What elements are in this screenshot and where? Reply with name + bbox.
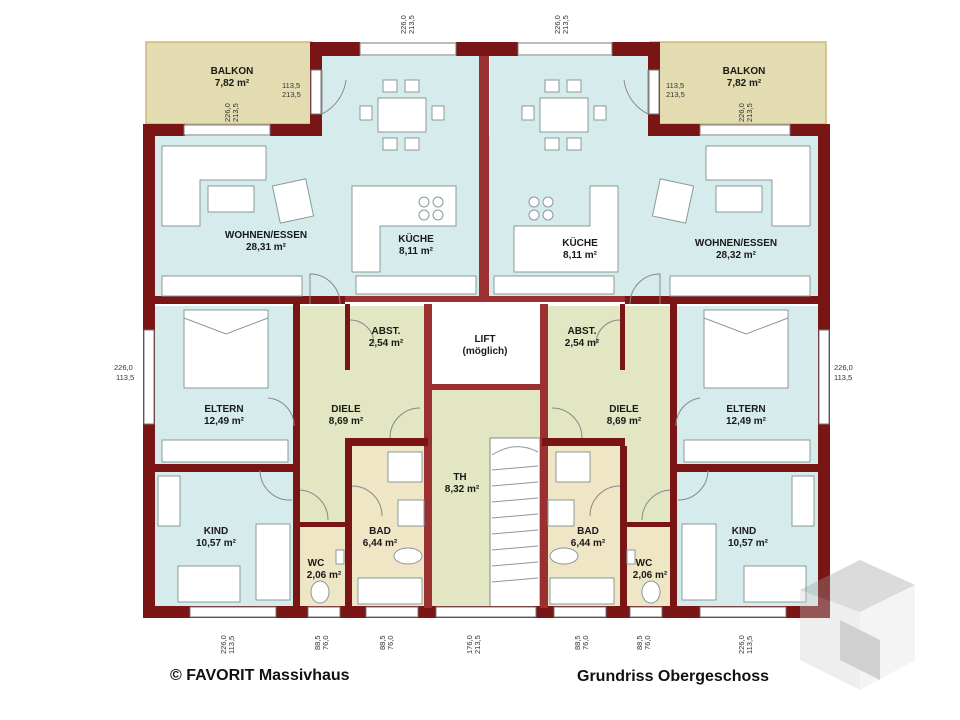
room-area-bad-left: 6,44 m² <box>363 538 398 549</box>
room-area-balkon-right: 7,82 m² <box>727 78 762 89</box>
dim-bottom-2-a: 88,5 <box>313 635 322 650</box>
room-name-abst-right: ABST. <box>568 326 597 337</box>
dim-top-left-a: 226,0 <box>399 15 408 34</box>
dim-bottom-4-a: 176,0 <box>465 635 474 654</box>
stairs <box>489 437 541 609</box>
dim-side-left-a: 226,0 <box>114 363 133 372</box>
room-area-diele-right: 8,69 m² <box>607 416 642 427</box>
dim-bottom-1-a: 226,0 <box>219 635 228 654</box>
room-area-kueche-right: 8,11 m² <box>563 250 598 261</box>
dim-bottom-7-b: 113,5 <box>745 636 754 654</box>
dim-side-right-b: 113,5 <box>834 373 852 382</box>
dim-top-left-b: 213,5 <box>407 15 416 34</box>
walls <box>143 42 830 618</box>
dim-top-right-a: 226,0 <box>553 15 562 34</box>
dim-balkon-right-side-a: 113,5 <box>666 81 684 90</box>
room-name-abst-left: ABST. <box>372 326 401 337</box>
dimension-labels: 226,0 213,5 226,0 213,5 113,5 213,5 113,… <box>114 15 853 654</box>
room-area-diele-left: 8,69 m² <box>329 416 364 427</box>
dim-side-left-b: 113,5 <box>116 373 134 382</box>
room-note-lift: (möglich) <box>463 346 508 357</box>
room-labels: BALKON 7,82 m² BALKON 7,82 m² WOHNEN/ESS… <box>196 66 777 581</box>
dim-bottom-6-b: 76,0 <box>643 635 652 650</box>
balkon-right-floor <box>649 41 827 125</box>
dim-balkon-right-side-b: 213,5 <box>666 90 685 99</box>
room-area-kind-right: 10,57 m² <box>728 538 769 549</box>
balkon-left-floor <box>145 41 313 125</box>
dim-balkon-left-bottom-b: 213,5 <box>231 103 240 122</box>
cube-logo-icon <box>800 560 915 690</box>
dim-balkon-right-bottom-a: 226,0 <box>737 103 746 122</box>
dim-bottom-5-a: 88,5 <box>573 635 582 650</box>
room-name-balkon-right: BALKON <box>723 66 766 77</box>
room-area-eltern-left: 12,49 m² <box>204 416 245 427</box>
room-name-wohnen-left: WOHNEN/ESSEN <box>225 230 307 241</box>
room-name-eltern-right: ELTERN <box>726 404 765 415</box>
room-name-balkon-left: BALKON <box>211 66 254 77</box>
dim-bottom-6-a: 88,5 <box>635 635 644 650</box>
room-area-abst-left: 2,54 m² <box>369 338 404 349</box>
door-swings <box>259 70 709 521</box>
dim-side-right-a: 226,0 <box>834 363 853 372</box>
dim-bottom-2-b: 76,0 <box>321 635 330 650</box>
dim-balkon-left-side-b: 213,5 <box>282 90 301 99</box>
room-name-kueche-left: KÜCHE <box>398 232 434 245</box>
room-area-kueche-left: 8,11 m² <box>399 246 434 257</box>
room-name-kind-left: KIND <box>204 526 228 537</box>
room-name-lift: LIFT <box>474 334 495 345</box>
dim-top-right-b: 213,5 <box>561 15 570 34</box>
room-name-kueche-right: KÜCHE <box>562 236 598 249</box>
furniture <box>157 79 815 605</box>
plan-title: Grundriss Obergeschoss <box>577 668 770 685</box>
room-area-bad-right: 6,44 m² <box>571 538 606 549</box>
room-name-diele-right: DIELE <box>609 404 639 415</box>
room-name-th: TH <box>453 472 466 483</box>
dim-balkon-right-bottom-b: 213,5 <box>745 103 754 122</box>
room-area-balkon-left: 7,82 m² <box>215 78 250 89</box>
room-name-diele-left: DIELE <box>331 404 361 415</box>
room-name-wohnen-right: WOHNEN/ESSEN <box>695 238 777 249</box>
room-area-wohnen-left: 28,31 m² <box>246 242 287 253</box>
room-area-kind-left: 10,57 m² <box>196 538 237 549</box>
room-name-eltern-left: ELTERN <box>204 404 243 415</box>
room-area-wc-right: 2,06 m² <box>633 570 668 581</box>
dim-bottom-1-b: 113,5 <box>227 636 236 654</box>
room-name-bad-right: BAD <box>577 526 599 537</box>
windows <box>143 42 830 618</box>
room-area-wohnen-right: 28,32 m² <box>716 250 757 261</box>
room-name-kind-right: KIND <box>732 526 756 537</box>
dim-bottom-3-a: 88,5 <box>378 635 387 650</box>
room-name-wc-left: WC <box>308 558 325 569</box>
lift-floor <box>432 306 540 384</box>
room-area-eltern-right: 12,49 m² <box>726 416 767 427</box>
room-area-th: 8,32 m² <box>445 484 480 495</box>
dim-bottom-3-b: 76,0 <box>386 635 395 650</box>
dim-balkon-left-bottom-a: 226,0 <box>223 103 232 122</box>
room-area-abst-right: 2,54 m² <box>565 338 600 349</box>
dim-bottom-4-b: 213,5 <box>473 635 482 654</box>
dim-bottom-5-b: 76,0 <box>581 635 590 650</box>
room-name-bad-left: BAD <box>369 526 391 537</box>
dim-balkon-left-side-a: 113,5 <box>282 81 300 90</box>
room-area-wc-left: 2,06 m² <box>307 570 342 581</box>
copyright-caption: © FAVORIT Massivhaus <box>170 667 350 684</box>
dim-bottom-7-a: 226,0 <box>737 635 746 654</box>
room-name-wc-right: WC <box>636 558 653 569</box>
